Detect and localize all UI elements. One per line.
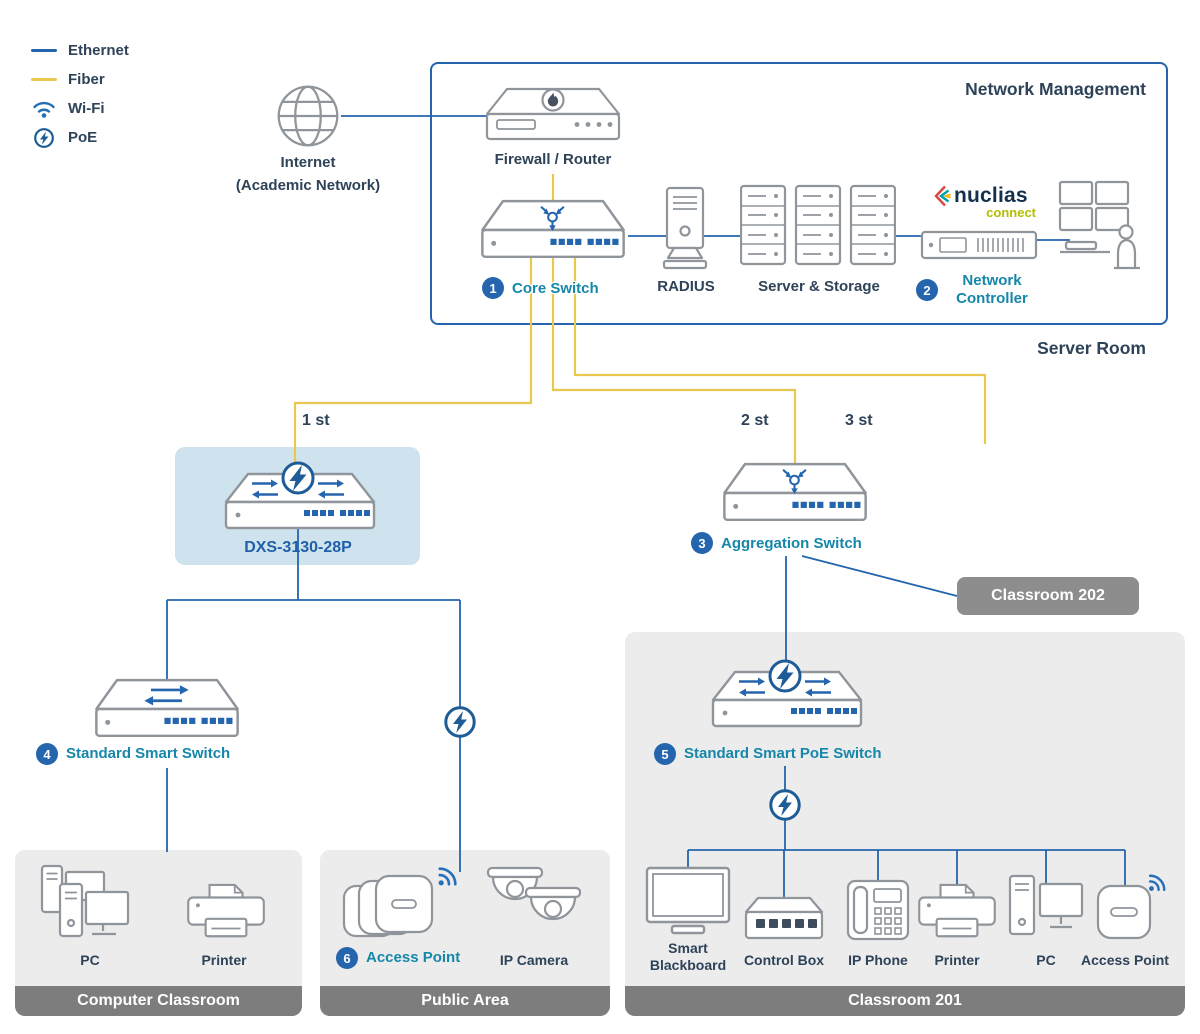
pc-group-icon	[40, 864, 130, 938]
radius-server-icon	[662, 186, 708, 270]
printer-label: Printer	[201, 952, 247, 968]
firewall-router-icon	[485, 87, 621, 141]
access-point-icon	[1096, 874, 1166, 940]
network-management-box	[430, 62, 1168, 325]
riser-label-2nd: 2 st	[741, 412, 769, 429]
ip-camera-icon	[486, 866, 582, 921]
core-switch-label: Core Switch	[512, 280, 599, 297]
network-controller-label-line2: Controller	[956, 290, 1028, 307]
legend-item-fiber: Fiber	[30, 65, 129, 94]
fiber-line-icon	[30, 78, 58, 81]
network-management-title: Network Management	[965, 79, 1146, 99]
legend-label-fiber: Fiber	[68, 71, 105, 88]
ip-phone-label: IP Phone	[848, 952, 908, 968]
internet-label-line1: Internet	[280, 154, 336, 171]
nuclias-logo: nuclias connect	[934, 184, 1036, 220]
standard-smart-switch-icon	[95, 678, 239, 738]
printer-201-label: Printer	[934, 952, 980, 968]
smart-blackboard-label-line2: Blackboard	[649, 956, 727, 973]
classroom-201-title: Classroom 201	[625, 986, 1185, 1016]
transfer-arrows-icon	[151, 688, 182, 703]
smart-blackboard-icon	[645, 866, 731, 935]
radius-label: RADIUS	[657, 278, 715, 295]
smart-blackboard-label: Smart Blackboard	[645, 940, 731, 974]
smart-switch-badge: 4	[36, 743, 58, 765]
admin-workstation-icon	[1058, 180, 1140, 270]
legend: Ethernet Fiber Wi-Fi	[30, 36, 129, 152]
ip-camera-label: IP Camera	[499, 952, 569, 968]
legend-label-wifi: Wi-Fi	[68, 100, 105, 117]
core-switch-icon	[481, 199, 625, 259]
network-controller-icon	[920, 230, 1038, 260]
server-storage-icon	[740, 184, 896, 266]
computer-classroom-title: Computer Classroom	[15, 986, 302, 1016]
flame-icon	[547, 92, 559, 107]
network-controller-badge: 2	[916, 279, 938, 301]
internet-globe-icon	[277, 85, 339, 147]
internet-label-line2: (Academic Network)	[235, 177, 381, 195]
ethernet-links	[166, 115, 1126, 902]
riser-label-1st: 1 st	[302, 412, 330, 429]
fiber-links	[293, 174, 987, 490]
legend-item-wifi: Wi-Fi	[30, 94, 129, 123]
ip-phone-icon	[846, 879, 910, 941]
smart-switch-label: Standard Smart Switch	[66, 745, 231, 762]
nuclias-chevron-icon	[934, 185, 951, 207]
person-icon	[1118, 224, 1134, 240]
poe-icon	[444, 706, 476, 738]
dxs-label: DXS-3130-28P	[244, 539, 352, 556]
access-point-stack-icon	[342, 867, 457, 938]
nuclias-brand: nuclias	[954, 184, 1028, 207]
legend-item-ethernet: Ethernet	[30, 36, 129, 65]
dxs-poe-switch-icon	[224, 461, 376, 530]
nuclias-sub: connect	[986, 205, 1036, 220]
smart-blackboard-label-line1: Smart	[668, 940, 708, 956]
aggregation-switch-icon	[723, 462, 867, 522]
poe-icon	[769, 789, 801, 821]
core-switch-badge: 1	[482, 277, 504, 299]
printer-icon	[187, 883, 265, 938]
access-point-201-label: Access Point	[1081, 952, 1169, 968]
pc-201-label: PC	[1036, 952, 1056, 968]
public-area-title: Public Area	[320, 986, 610, 1016]
classroom-202-badge: Classroom 202	[957, 577, 1139, 615]
wifi-icon	[438, 867, 457, 886]
internet-label: Internet (Academic Network)	[193, 151, 423, 198]
legend-label-poe: PoE	[68, 129, 98, 146]
poe-icon	[34, 127, 54, 148]
pc-label: PC	[80, 952, 100, 968]
server-storage-label: Server & Storage	[758, 278, 880, 295]
riser-label-3rd: 3 st	[845, 412, 873, 429]
access-point-badge: 6	[336, 947, 358, 969]
pc-icon	[1008, 874, 1084, 936]
wifi-icon	[33, 101, 55, 118]
aggregation-switch-label: Aggregation Switch	[721, 535, 862, 552]
printer-icon	[918, 883, 996, 938]
control-box-label: Control Box	[743, 952, 825, 968]
server-room-label: Server Room	[1037, 338, 1146, 358]
standard-smart-poe-switch-icon	[711, 659, 863, 728]
wifi-icon	[1148, 874, 1166, 892]
poe-switch-badge: 5	[654, 743, 676, 765]
legend-label-ethernet: Ethernet	[68, 42, 129, 59]
firewall-router-label: Firewall / Router	[494, 151, 612, 168]
aggregation-switch-badge: 3	[691, 532, 713, 554]
network-controller-label-line1: Network	[962, 272, 1022, 289]
poe-switch-label: Standard Smart PoE Switch	[684, 745, 882, 762]
network-controller-label: Network Controller	[944, 272, 1040, 308]
ethernet-line-icon	[30, 49, 58, 52]
control-box-icon	[744, 896, 824, 940]
legend-item-poe: PoE	[30, 123, 129, 152]
access-point-label: Access Point	[366, 949, 461, 966]
